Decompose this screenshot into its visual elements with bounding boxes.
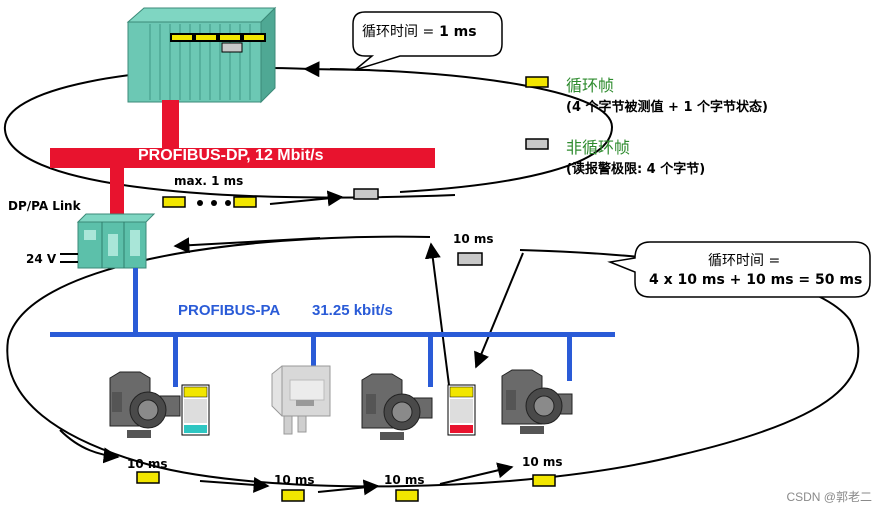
pa-time-3: 10 ms [384, 473, 425, 487]
bubble-right-line2: 4 x 10 ms + 10 ms = 50 ms [649, 272, 863, 288]
bubble-right-line1: 循环时间 = [708, 253, 781, 269]
bubble-top [352, 11, 503, 71]
pa-acyclic-frame [457, 252, 483, 266]
pa-arrow-to-link [173, 237, 321, 254]
dp-cycle-right [329, 68, 614, 193]
dp-cyclic-frame-2 [233, 196, 257, 208]
watermark: CSDN @郭老二 [786, 490, 872, 504]
legend-acyclic-title: 非循环帧 [566, 138, 631, 157]
legend-cyclic-swatch [525, 76, 549, 88]
pa-arrow-up [424, 242, 450, 386]
field-device-3 [361, 373, 433, 440]
plc-rack [126, 6, 277, 104]
pa-cycle-ellipse [6, 235, 860, 488]
pa-arrow-down [474, 252, 524, 369]
dp-max-time: max. 1 ms [174, 174, 244, 188]
bubble-right [607, 241, 871, 298]
link-label: DP/PA Link [8, 199, 81, 213]
legend-cyclic-desc: (4 个字节被测值 + 1 个字节状态) [566, 100, 768, 115]
acyclic-time-label: 10 ms [453, 232, 494, 246]
pa-bus-rate: 31.25 kbit/s [312, 302, 393, 319]
pa-cyclic-frame-4 [532, 474, 556, 487]
pa-bus-name: PROFIBUS-PA [178, 302, 281, 319]
ellipsis-dot-3 [225, 200, 231, 206]
legend-acyclic-swatch [525, 138, 549, 150]
pa-time-1: 10 ms [127, 457, 168, 471]
transmitter-2 [447, 384, 476, 436]
legend-cyclic-title: 循环帧 [566, 76, 615, 95]
pa-time-4: 10 ms [522, 455, 563, 469]
legend-acyclic-desc: (读报警极限: 4 个字节) [566, 162, 706, 177]
voltage-label: 24 V [26, 252, 57, 266]
pa-bus-bar [50, 332, 615, 337]
ellipsis-dot-2 [211, 200, 217, 206]
pa-time-2: 10 ms [274, 473, 315, 487]
dp-bus-bar [50, 148, 435, 168]
pa-arrow-seg3 [317, 479, 380, 496]
pa-cyclic-frame-2 [281, 489, 305, 502]
pa-arrow-seg1 [59, 429, 120, 464]
field-device-2 [271, 365, 331, 435]
pa-link-drop [133, 268, 138, 334]
field-device-1 [109, 371, 181, 438]
transmitter-1 [181, 384, 210, 436]
dp-cycle-arrow-top [303, 61, 371, 78]
dp-cyclic-frame-1 [162, 196, 186, 208]
field-device-4 [501, 369, 573, 434]
dp-cycle-arrow-bottom [269, 190, 344, 207]
pa-arrow-seg2 [199, 476, 270, 493]
bubble-top-text: 循环时间 = 1 ms [362, 24, 477, 40]
ellipsis-dot-1 [197, 200, 203, 206]
pa-cyclic-frame-3 [395, 489, 419, 502]
pa-arrow-seg4 [439, 462, 514, 485]
dp-pa-link-device [76, 213, 156, 269]
dp-vertical-drop [162, 100, 179, 150]
dp-acyclic-frame [353, 188, 379, 200]
pa-cyclic-frame-1 [136, 471, 160, 484]
dp-bus-label: PROFIBUS-DP, 12 Mbit/s [138, 147, 324, 164]
dp-link-drop [110, 166, 124, 218]
